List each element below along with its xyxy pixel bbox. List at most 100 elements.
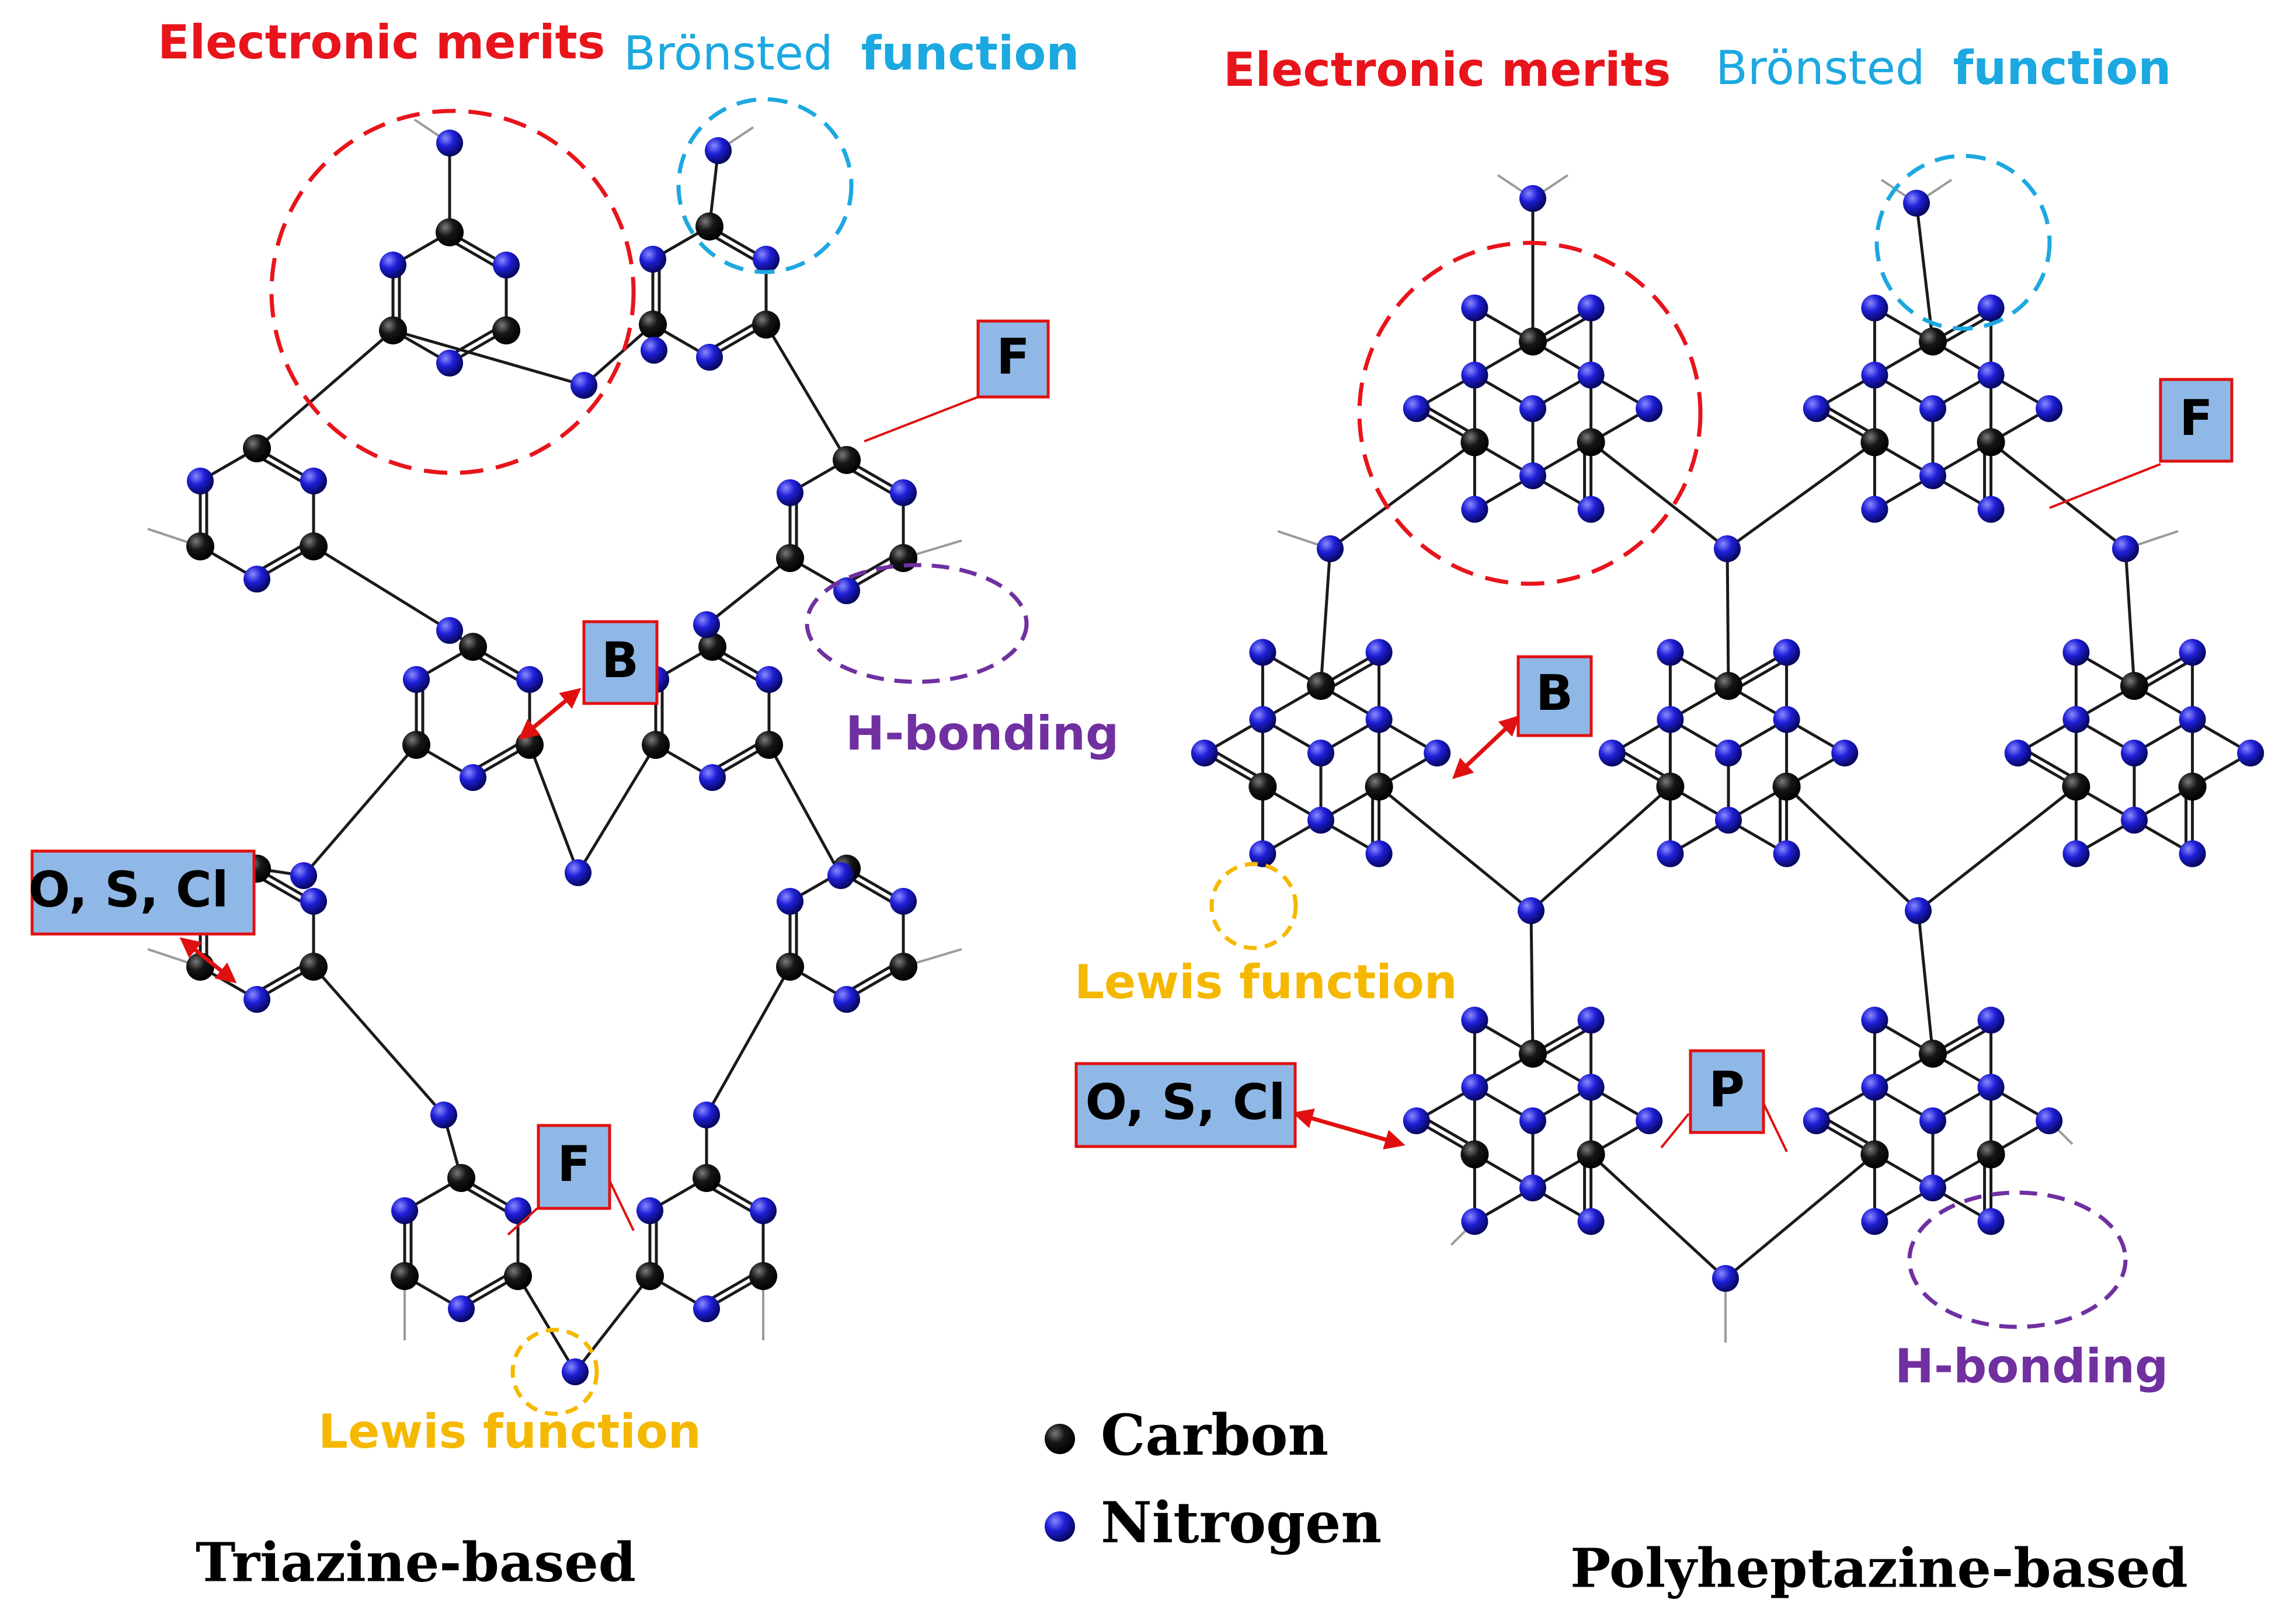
right-link-bond xyxy=(1724,1153,1876,1280)
left-triazine-ring-6-nitrogen-atom xyxy=(699,764,726,791)
right-heptazine-6-nitrogen-atom xyxy=(1577,1208,1605,1235)
left-f-top-connector xyxy=(864,396,979,442)
right-heptazine-4-carbon-atom xyxy=(1714,672,1742,700)
left-function-word: function xyxy=(861,26,1080,81)
right-heptazine-7-carbon-atom xyxy=(1860,1140,1889,1169)
left-triazine-ring-5-nitrogen-atom xyxy=(516,666,543,693)
left-triazine-ring-6-bond-double xyxy=(716,743,759,769)
left-triazine-ring-4-nitrogen-atom xyxy=(777,479,804,506)
right-b-text: B xyxy=(1536,664,1573,722)
right-top-amine-nitrogen-atom xyxy=(1519,185,1546,212)
right-heptazine-1-nitrogen-atom xyxy=(1461,361,1488,389)
right-heptazine-1-carbon-atom xyxy=(1577,428,1605,456)
left-triazine-ring-9-nitrogen-atom xyxy=(504,1197,531,1224)
left-f-bottom-callout: F xyxy=(537,1124,611,1210)
left-triazine-ring-3-carbon-atom xyxy=(299,532,328,560)
legend-carbon-label: Carbon xyxy=(1101,1402,1328,1468)
right-link-bond xyxy=(1917,785,2077,912)
right-heptazine-5-nitrogen-atom xyxy=(2179,840,2206,867)
left-triazine-ring-7-carbon-atom xyxy=(186,953,215,981)
left-triazine-ring-10-carbon-atom xyxy=(749,1262,777,1290)
right-heptazine-2-bond-double xyxy=(1828,406,1870,433)
right-heptazine-3-bond-double xyxy=(1332,661,1375,688)
left-bronsted-word: Brönsted xyxy=(624,26,833,81)
left-triazine-ring-4-carbon-atom xyxy=(833,446,861,474)
right-heptazine-2-center-nitrogen-atom xyxy=(1919,395,1946,422)
right-heptazine-5-carbon-atom xyxy=(2062,772,2090,801)
right-heptazine-7-nitrogen-atom xyxy=(1861,1074,1888,1101)
left-triazine-ring-10-bond-double xyxy=(711,1274,753,1300)
right-heptazine-7-center-nitrogen-atom xyxy=(1919,1107,1946,1134)
right-osc-arrow xyxy=(1292,1108,1406,1150)
right-p-callout: P xyxy=(1689,1049,1765,1134)
left-triazine-ring-10-nitrogen-atom xyxy=(693,1295,720,1322)
right-link-bond xyxy=(1589,1153,1727,1280)
left-triazine-ring-9-bond-double xyxy=(465,1187,507,1213)
right-bridging-nitrogen-atom xyxy=(1317,535,1344,562)
left-link-bond xyxy=(576,744,658,874)
right-heptazine-6-nitrogen-atom xyxy=(1403,1107,1430,1134)
left-bridging-nitrogen-atom xyxy=(641,337,667,364)
right-heptazine-3-carbon-atom xyxy=(1307,672,1335,700)
right-heptazine-1-nitrogen-atom xyxy=(1636,395,1663,422)
right-bronsted-circle xyxy=(1874,154,2052,331)
left-triazine-ring-3-carbon-atom xyxy=(186,532,215,560)
right-p-connector-a xyxy=(1660,1113,1690,1149)
right-link-bond xyxy=(1590,441,1728,550)
left-triazine-ring-9-nitrogen-atom xyxy=(448,1295,475,1322)
right-heptazine-4-nitrogen-atom xyxy=(1657,706,1684,733)
right-heptazine-2-carbon-atom xyxy=(1860,428,1889,456)
right-b-arrow xyxy=(1452,715,1521,779)
right-heptazine-3-bond-double xyxy=(1216,751,1258,778)
left-triazine-ring-4-bond-double xyxy=(851,556,893,582)
right-heptazine-5-nitrogen-atom xyxy=(2179,639,2206,666)
left-triazine-ring-2-carbon-atom xyxy=(695,212,723,241)
right-heptazine-1-nitrogen-atom xyxy=(1461,294,1488,322)
right-heptazine-5-nitrogen-atom xyxy=(2004,740,2031,766)
legend-carbon-swatch xyxy=(1045,1424,1075,1454)
left-triazine-ring-7-carbon-atom xyxy=(299,953,328,981)
right-heptazine-1-nitrogen-atom xyxy=(1519,462,1546,489)
left-triazine-ring-8-nitrogen-atom xyxy=(833,986,860,1013)
left-triazine-ring-3-nitrogen-atom xyxy=(243,566,270,593)
left-triazine-ring-4-nitrogen-atom xyxy=(889,479,917,506)
left-link-bond xyxy=(516,1275,577,1373)
left-triazine-ring-5-nitrogen-atom xyxy=(403,666,430,693)
right-link-bond xyxy=(1785,785,1919,912)
right-heptazine-3-nitrogen-atom xyxy=(1191,740,1218,766)
right-bridging-nitrogen-atom xyxy=(1518,897,1544,924)
right-bronsted-label: Brönsted function xyxy=(1716,41,2171,95)
left-triazine-ring-5-bond-double xyxy=(477,743,519,769)
right-heptazine-6-nitrogen-atom xyxy=(1461,1006,1488,1034)
right-heptazine-1-bond-double xyxy=(1544,317,1587,344)
left-triazine-ring-4-bond-double xyxy=(851,469,893,495)
left-bridging-nitrogen-atom xyxy=(565,859,592,886)
left-triazine-ring-1-carbon-atom xyxy=(379,316,408,344)
right-heptazine-3-nitrogen-atom xyxy=(1249,840,1276,867)
left-triazine-ring-3-bond-double xyxy=(261,544,303,570)
left-b-arrow xyxy=(518,688,582,740)
right-link-bond xyxy=(1915,203,1935,342)
right-heptazine-2-carbon-atom xyxy=(1919,327,1947,356)
left-triazine-ring-4-nitrogen-atom xyxy=(833,577,860,604)
left-triazine-ring-2-bond-double xyxy=(714,322,756,349)
left-b-callout: B xyxy=(582,620,659,705)
right-heptazine-7-bond-double xyxy=(1944,1029,1987,1056)
left-link-bond xyxy=(583,323,654,386)
right-link-bond xyxy=(2124,548,2136,686)
left-osc-callout: O, S, Cl xyxy=(29,849,256,936)
right-bronsted-amine-nitrogen-atom xyxy=(1903,190,1930,217)
right-lewis-circle xyxy=(1209,862,1298,950)
left-h-bonding-label: H-bonding xyxy=(846,706,1119,761)
right-b-callout: B xyxy=(1516,655,1593,737)
right-heptazine-4-nitrogen-atom xyxy=(1773,639,1800,666)
left-triazine-ring-2-nitrogen-atom xyxy=(752,246,780,273)
left-b-text: B xyxy=(601,632,639,689)
right-heptazine-4-nitrogen-atom xyxy=(1831,740,1859,766)
right-heptazine-7-nitrogen-atom xyxy=(1977,1074,2005,1101)
right-heptazine-5-nitrogen-atom xyxy=(2237,740,2264,766)
right-heptazine-2-nitrogen-atom xyxy=(2036,395,2063,422)
right-heptazine-1-carbon-atom xyxy=(1519,327,1547,356)
right-h-bonding-ellipse xyxy=(1907,1190,2128,1329)
